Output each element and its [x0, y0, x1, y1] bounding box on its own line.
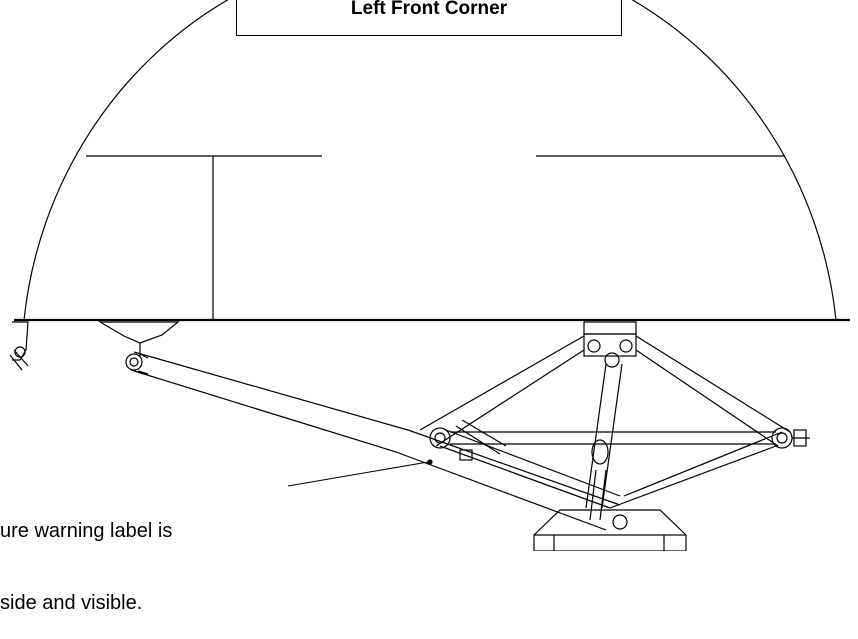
jack-lever — [455, 419, 507, 461]
jack-screw — [450, 429, 810, 447]
jack-base-foot — [533, 509, 687, 551]
brace-mount-bracket — [97, 321, 180, 356]
diagonal-brace-arm — [125, 351, 621, 531]
technical-illustration — [9, 0, 850, 551]
jack-top-mount — [583, 321, 637, 368]
callout-line-2: side and visible. — [0, 592, 143, 614]
callout-leader-line — [287, 461, 429, 487]
vertical-strut — [585, 363, 623, 521]
page-title: Left Front Corner — [350, 0, 508, 19]
callout-line-1: ure warning label is — [0, 520, 173, 542]
title-box: Left Front Corner — [236, 0, 622, 36]
adjacent-jack-fragment — [9, 321, 29, 371]
callout-note: ure warning label is side and visible. — [0, 471, 172, 639]
trailer-body — [14, 0, 850, 322]
